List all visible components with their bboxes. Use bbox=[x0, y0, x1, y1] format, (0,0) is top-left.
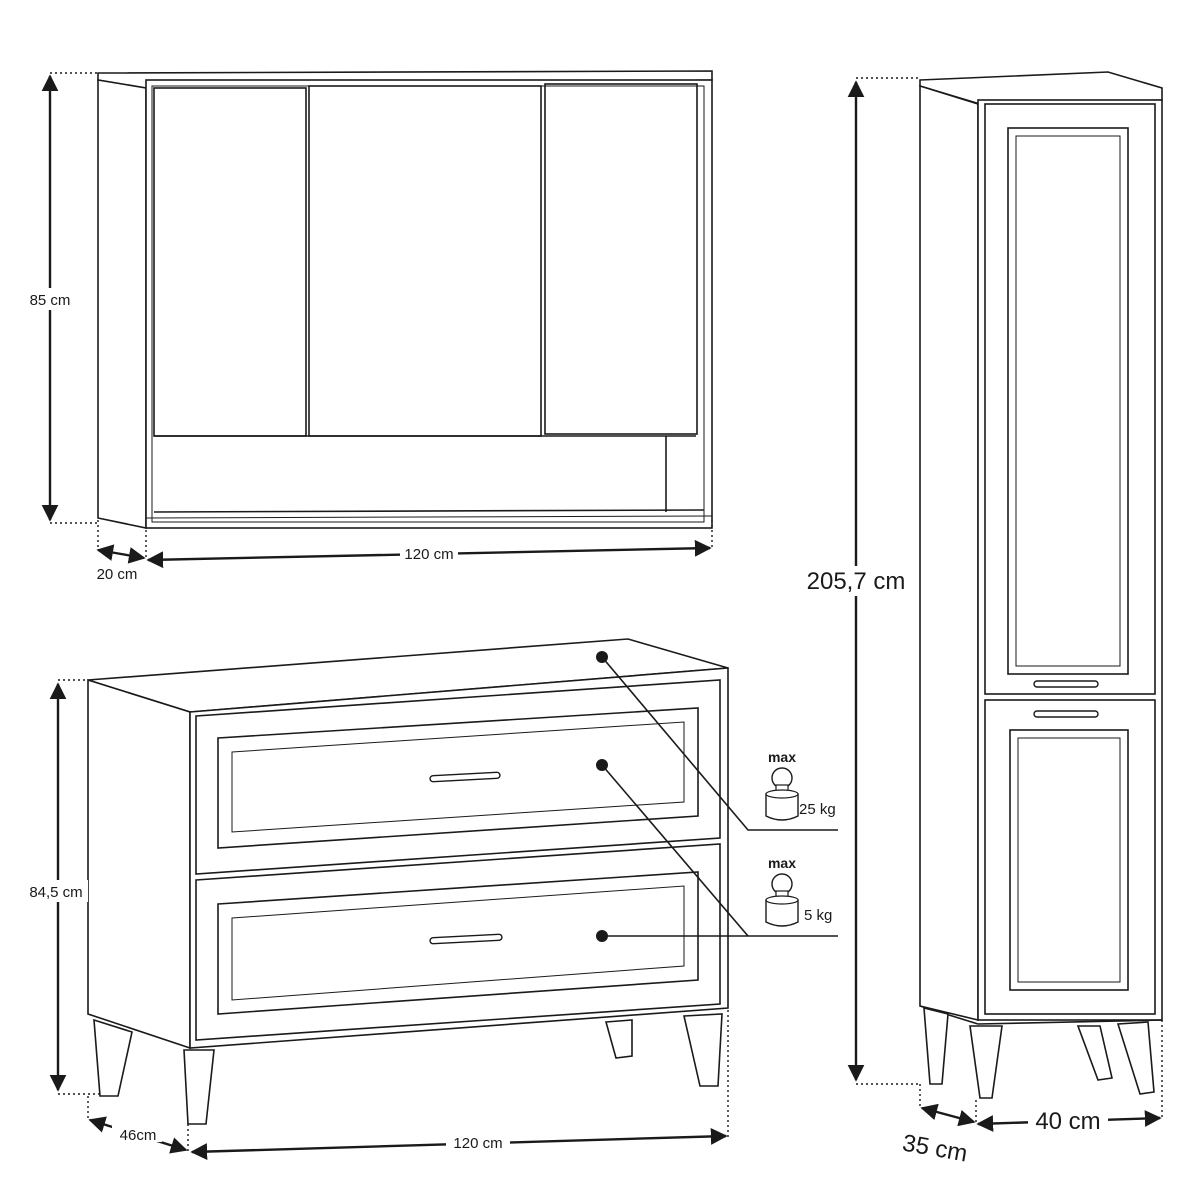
top-drawer bbox=[195, 679, 721, 875]
mirror-cabinet-depth-label: 20 cm bbox=[97, 566, 138, 583]
tall-cabinet-height-label: 205,7 cm bbox=[807, 568, 906, 595]
tall-cabinet-leg bbox=[969, 1025, 1003, 1099]
mirror-cabinet-width-label: 120 cm bbox=[404, 546, 453, 563]
lower-door-handle bbox=[1033, 710, 1099, 718]
tall-cabinet-upper-door bbox=[984, 103, 1156, 695]
bottom-drawer bbox=[195, 843, 721, 1041]
tall-cabinet-width-label: 40 cm bbox=[1035, 1108, 1100, 1135]
weight-label-5: 5 kg bbox=[804, 907, 832, 924]
chest-of-drawers bbox=[87, 638, 729, 1125]
chest-height-label: 84,5 cm bbox=[29, 884, 82, 901]
bottom-drawer-handle bbox=[429, 933, 503, 945]
mirror-cabinet-height-label: 85 cm bbox=[30, 292, 71, 309]
max-label-25: max bbox=[768, 749, 796, 765]
tall-cabinet-depth-label: 35 cm bbox=[900, 1130, 969, 1168]
mirror-cabinet-dimensions: 85 cm 20 cm 120 cm bbox=[22, 72, 713, 583]
top-drawer-handle bbox=[429, 771, 501, 783]
chest-width-label: 120 cm bbox=[453, 1135, 502, 1152]
chest-dimensions: 84,5 cm 46cm 120 cm bbox=[24, 679, 729, 1160]
weight-icon-25kg: max 25 kg bbox=[765, 749, 836, 821]
tall-cabinet-leg bbox=[1076, 1025, 1113, 1081]
weight-label-25: 25 kg bbox=[799, 801, 836, 818]
tall-cabinet-leg bbox=[1116, 1021, 1155, 1095]
chest-leg bbox=[683, 1013, 723, 1087]
max-label-5: max bbox=[768, 855, 796, 871]
chest-leg bbox=[604, 1019, 633, 1059]
chest-depth-label: 46cm bbox=[120, 1127, 157, 1144]
mirror-door-right bbox=[544, 83, 698, 435]
tall-cabinet-dimensions: 205,7 cm 35 cm 40 cm bbox=[800, 77, 1163, 1168]
upper-door-handle bbox=[1033, 680, 1099, 688]
chest-leg bbox=[183, 1049, 215, 1125]
mirror-cabinet bbox=[97, 70, 713, 529]
load-callouts bbox=[596, 651, 838, 942]
tall-cabinet-lower-door bbox=[984, 699, 1156, 1015]
weight-icon-5kg: max 5 kg bbox=[765, 855, 832, 927]
tall-cabinet bbox=[919, 71, 1163, 1099]
tall-cabinet-leg bbox=[923, 1006, 949, 1085]
chest-leg bbox=[93, 1018, 133, 1097]
